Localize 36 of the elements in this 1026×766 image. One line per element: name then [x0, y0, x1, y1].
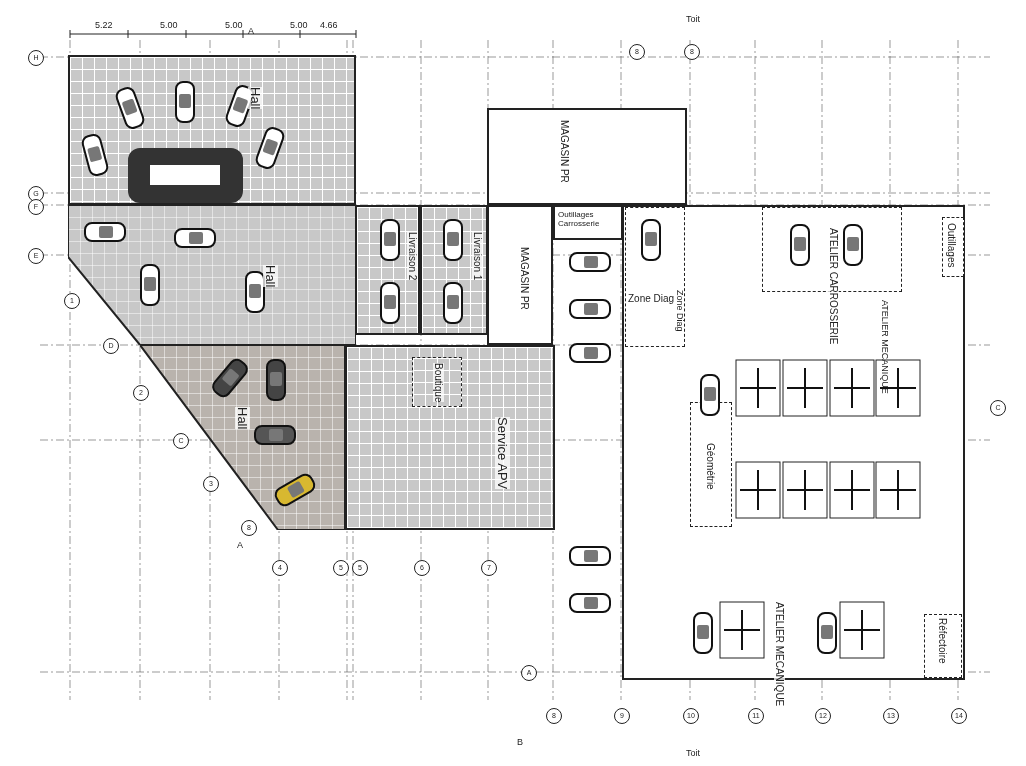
showroom-floor-area — [68, 205, 356, 345]
room-name: Livraison 2 — [407, 232, 418, 281]
room-area — [487, 108, 687, 205]
showroom-floor-area — [345, 345, 555, 530]
room-name: MAGASIN PR — [519, 247, 530, 310]
room-name: Livraison 1 — [472, 232, 483, 281]
room-area — [487, 205, 553, 345]
room-name: Boutique — [433, 363, 444, 403]
room-area — [690, 402, 732, 527]
dimension-value: 5.00 — [160, 20, 178, 30]
plan-label: Toit — [686, 748, 700, 758]
room-name: Service APV — [495, 417, 510, 490]
plan-label: A — [237, 540, 243, 550]
room-name: Zone Diag — [628, 293, 675, 304]
room-name: ATELIER CARROSSERIE — [828, 228, 839, 345]
room-name: Géométrie — [705, 443, 716, 490]
room-name: MAGASIN PR — [559, 120, 570, 183]
showroom-floor-area — [412, 357, 462, 407]
room-area — [942, 217, 964, 277]
plan-label: Toit — [686, 14, 700, 24]
plan-label: B — [517, 737, 523, 747]
dimension-value: 5.00 — [290, 20, 308, 30]
plan-label: Zone Diag — [675, 290, 685, 332]
room-name: Outillages — [946, 223, 957, 268]
plan-label: A — [248, 26, 254, 36]
room-area — [625, 207, 685, 347]
room-name: ATELIER MECANIQUE — [774, 602, 785, 707]
room-area — [924, 614, 962, 678]
room-name: Hall — [248, 87, 263, 110]
room-name: Hall — [263, 265, 278, 288]
dimension-value: 4.66 — [320, 20, 338, 30]
room-area — [553, 205, 623, 240]
room-name: Réfectoire — [937, 618, 948, 664]
room-name: Hall — [235, 407, 250, 430]
dimension-value: 5.22 — [95, 20, 113, 30]
dimension-value: 5.00 — [225, 20, 243, 30]
